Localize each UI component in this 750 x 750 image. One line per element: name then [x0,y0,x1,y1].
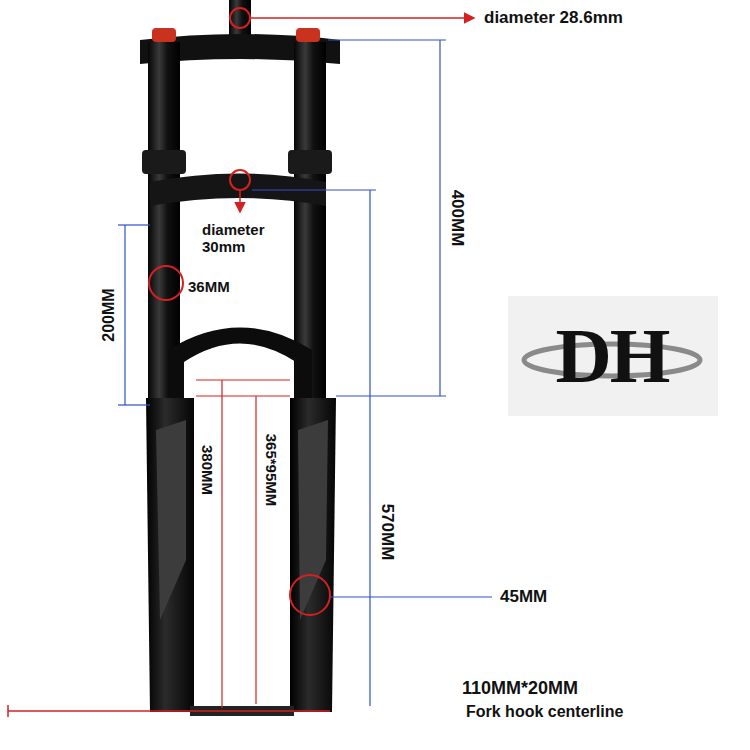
dimension-label: 36MM [188,278,230,295]
dimension-label: 570MM [377,502,397,563]
dimension-label: 110MM*20MM [462,678,578,699]
dimension-label: 380MM [198,443,215,497]
dimension-label: 365*95MM [262,432,279,509]
dimension-label: diameter 28.6mm [484,8,623,28]
brand-logo: DH [556,311,669,401]
note-label: Fork hook centerline [466,703,623,721]
dimension-label: 200MM [100,286,118,343]
dimension-label: 45MM [500,587,547,607]
dimension-label: 400MM [447,188,467,249]
dimension-label: diameter 30mm [202,221,282,256]
